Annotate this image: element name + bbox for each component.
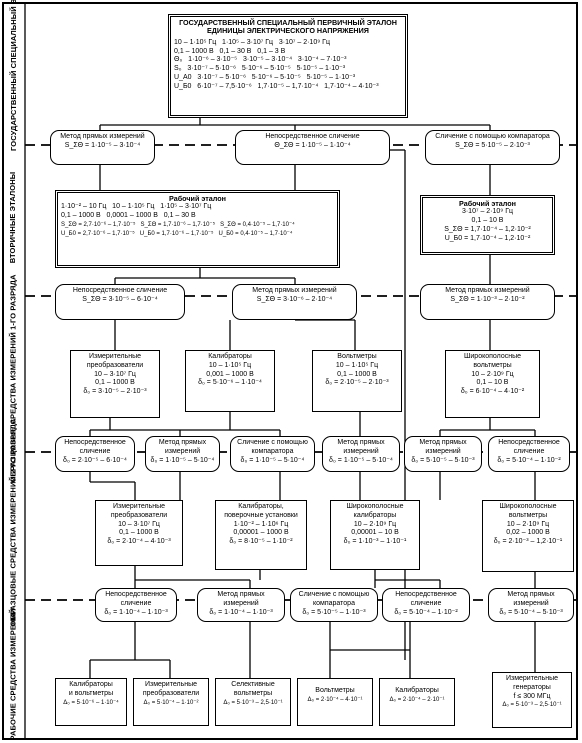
working-selective-voltmeters: Селективные вольтметры Δ₀ = 5·10⁻³ – 2,5… — [215, 678, 291, 726]
working-method-d5: Метод прямых измерений δ₀ = 5·10⁻⁴ – 5·1… — [488, 588, 574, 622]
primary-title-2: ЕДИНИЦЫ ЭЛЕКТРИЧЕСКОГО НАПРЯЖЕНИЯ — [207, 26, 369, 36]
method-comparator-1: Сличение с помощью компаратора S_ΣΘ = 5·… — [425, 130, 560, 165]
method-direct-comparison-1: Непосредственное сличение Θ_ΣΘ = 1·10⁻⁵ … — [235, 130, 390, 165]
band-label-secondary: ВТОРИЧНЫЕ ЭТАЛОНЫ — [8, 171, 18, 264]
working-standard-main: Рабочий эталон 1·10⁻² – 10 Гц 10 – 1·10⁵… — [55, 190, 340, 268]
working-voltmeters: Вольтметры Δ₀ = 2·10⁻⁴ – 4·10⁻¹ — [297, 678, 373, 726]
working-method-d4: Непосредственное сличение δ₀ = 5·10⁻⁴ – … — [382, 588, 470, 622]
method-direct-3: Метод прямых измерений S_ΣΘ = 1·10⁻³ – 2… — [420, 284, 555, 320]
working-method-d1: Непосредственное сличение δ₀ = 1·10⁻⁴ – … — [95, 588, 177, 622]
working-standard-hf: Рабочий эталон 3·10⁷ – 2·10⁹ Гц 0,1 – 10… — [420, 195, 555, 255]
comparison-c1: Непосредственное сличение δ₀ = 2·10⁻⁵ – … — [55, 436, 135, 472]
primary-standard-box: ГОСУДАРСТВЕННЫЙ СПЕЦИАЛЬНЫЙ ПЕРВИЧНЫЙ ЭТ… — [168, 14, 408, 118]
working-converters: Измерительные преобразователи Δ₀ = 5·10⁻… — [133, 678, 209, 726]
band-label-rank2: ОБРАЗЦОВЫЕ СРЕДСТВА ИЗМЕРЕНИЙ 2-го РАЗРЯ… — [8, 418, 18, 626]
rank2-wideband-voltmeters: Широкополосные вольтметры 10 – 2·10⁹ Гц … — [482, 500, 574, 572]
working-calibrators-voltmeters: Калибраторы и вольтметры Δ₀ = 5·10⁻⁶ – 1… — [55, 678, 127, 726]
working-method-d3: Сличение с помощью компаратора δ₀ = 5·10… — [290, 588, 378, 622]
rank1-converters: Измерительные преобразователи 10 – 3·10⁷… — [70, 350, 160, 418]
primary-row: S₀ 3·10⁻⁷ – 5·10⁻⁶ 5·10⁻⁶ – 5·10⁻⁵ 5·10⁻… — [174, 65, 346, 73]
working-generators: Измерительные генераторы f ≤ 300 МГц Δ₀ … — [492, 672, 572, 728]
working-calibrators: Калибраторы Δ₀ = 2·10⁻⁴ – 2·10⁻¹ — [379, 678, 455, 726]
comparison-c5: Метод прямых измерений δ₀ = 5·10⁻⁵ – 5·1… — [404, 436, 482, 472]
rank2-converters: Измерительные преобразователи 10 – 3·10⁷… — [95, 500, 183, 566]
rank1-calibrators: Калибраторы 10 – 1·10⁵ Гц 0,001 – 1000 В… — [185, 350, 275, 412]
comparison-c6: Непосредственное сличение δ₀ = 5·10⁻⁴ – … — [488, 436, 570, 472]
primary-title-1: ГОСУДАРСТВЕННЫЙ СПЕЦИАЛЬНЫЙ ПЕРВИЧНЫЙ ЭТ… — [179, 18, 397, 27]
band-label-working: РАБОЧИЕ СРЕДСТВА ИЗМЕРЕНИЙ — [8, 608, 18, 740]
primary-row: 10 – 1·10⁵ Гц 1·10⁵ – 3·10⁷ Гц 3·10⁷ – 2… — [174, 38, 330, 46]
primary-row: 0,1 – 1000 В 0,1 – 30 В 0,1 – 3 В — [174, 47, 286, 55]
primary-row: U_A0 3·10⁻⁷ – 5·10⁻⁶ 5·10⁻⁶ – 5·10⁻⁵ 5·1… — [174, 74, 356, 81]
comparison-c4: Метод прямых измерений δ₀ = 1·10⁻⁵ – 5·1… — [322, 436, 400, 472]
primary-row: Θ₀ 1·10⁻⁶ – 3·10⁻⁵ 3·10⁻⁵ – 3·10⁻⁴ 3·10⁻… — [174, 56, 347, 64]
rank2-wideband-calibrators: Широкополосные калибраторы 10 – 2·10⁹ Гц… — [330, 500, 420, 570]
method-direct-1: Метод прямых измерений S_ΣΘ = 1·10⁻⁵ – 3… — [50, 130, 155, 165]
rank1-wideband-voltmeters: Широкополосные вольтметры 10 – 2·10⁹ Гц … — [445, 350, 540, 418]
rank1-voltmeters: Вольтметры 10 – 1·10⁵ Гц 0,1 – 1000 В δ₀… — [312, 350, 402, 412]
rank2-calibrators: Калибраторы, поверочные установки 1·10⁻²… — [215, 500, 307, 570]
working-method-d2: Метод прямых измерений δ₀ = 1·10⁻⁴ – 1·1… — [197, 588, 285, 622]
method-direct-2: Метод прямых измерений S_ΣΘ = 3·10⁻⁶ – 2… — [232, 284, 357, 320]
band-label-primary: ГОСУДАРСТВЕННЫЙ СПЕЦИАЛЬНЫЙ ЭТАЛОН — [8, 0, 18, 151]
comparison-c2: Метод прямых измерений δ₀ = 1·10⁻⁵ – 5·1… — [145, 436, 220, 472]
primary-row: U_Б0 6·10⁻⁷ – 7,5·10⁻⁶ 1,7·10⁻⁵ – 1,7·10… — [174, 82, 379, 90]
method-direct-comparison-2: Непосредственное сличение S_ΣΘ = 3·10⁻⁵ … — [55, 284, 185, 320]
comparison-c3: Сличение с помощью компаратора δ₀ = 1·10… — [230, 436, 315, 472]
